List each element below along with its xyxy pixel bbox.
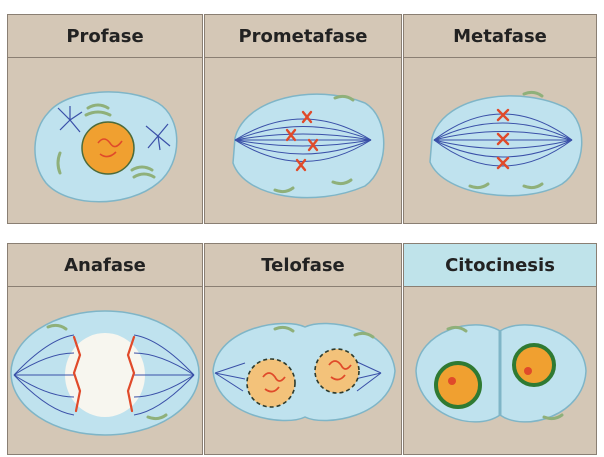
panel-metafase: Metafase — [403, 14, 597, 224]
phase-label: Profase — [66, 26, 143, 47]
phase-label: Anafase — [64, 255, 146, 276]
panel-header: Prometafase — [204, 14, 402, 58]
panel-header: Profase — [7, 14, 203, 58]
anafase-cell-illustration — [8, 287, 202, 454]
phase-label: Citocinesis — [445, 255, 555, 276]
reforming-nucleus-right — [315, 349, 359, 393]
panel-header: Metafase — [403, 14, 597, 58]
telofase-cell-illustration — [205, 287, 401, 454]
nucleus — [82, 122, 134, 174]
daughter-nucleus-right — [514, 345, 554, 385]
top-row: Profase Pr — [7, 14, 597, 224]
nucleolus-right — [524, 367, 532, 375]
panel-illustration — [7, 58, 203, 224]
panel-citocinesis: Citocinesis — [403, 243, 597, 455]
nucleolus-left — [448, 377, 456, 385]
panel-header: Citocinesis — [403, 243, 597, 287]
cell-membrane — [213, 323, 395, 420]
phase-label: Prometafase — [238, 26, 367, 47]
reforming-nucleus-left — [247, 359, 295, 407]
phase-label: Metafase — [453, 26, 547, 47]
citocinesis-cell-illustration — [404, 287, 596, 454]
panel-illustration — [403, 58, 597, 224]
prometafase-cell-illustration — [205, 58, 401, 223]
panel-illustration — [403, 287, 597, 455]
daughter-nucleus-left — [436, 363, 480, 407]
panel-telofase: Telofase — [204, 243, 402, 455]
panel-profase: Profase — [7, 14, 203, 224]
panel-illustration — [204, 58, 402, 224]
phase-label: Telofase — [261, 255, 345, 276]
bottom-row: Anafase Telofase — [7, 243, 597, 455]
panel-header: Anafase — [7, 243, 203, 287]
panel-illustration — [7, 287, 203, 455]
panel-header: Telofase — [204, 243, 402, 287]
panel-anafase: Anafase — [7, 243, 203, 455]
panel-prometafase: Prometafase — [204, 14, 402, 224]
metafase-cell-illustration — [404, 58, 596, 223]
panel-illustration — [204, 287, 402, 455]
profase-cell-illustration — [8, 58, 202, 223]
